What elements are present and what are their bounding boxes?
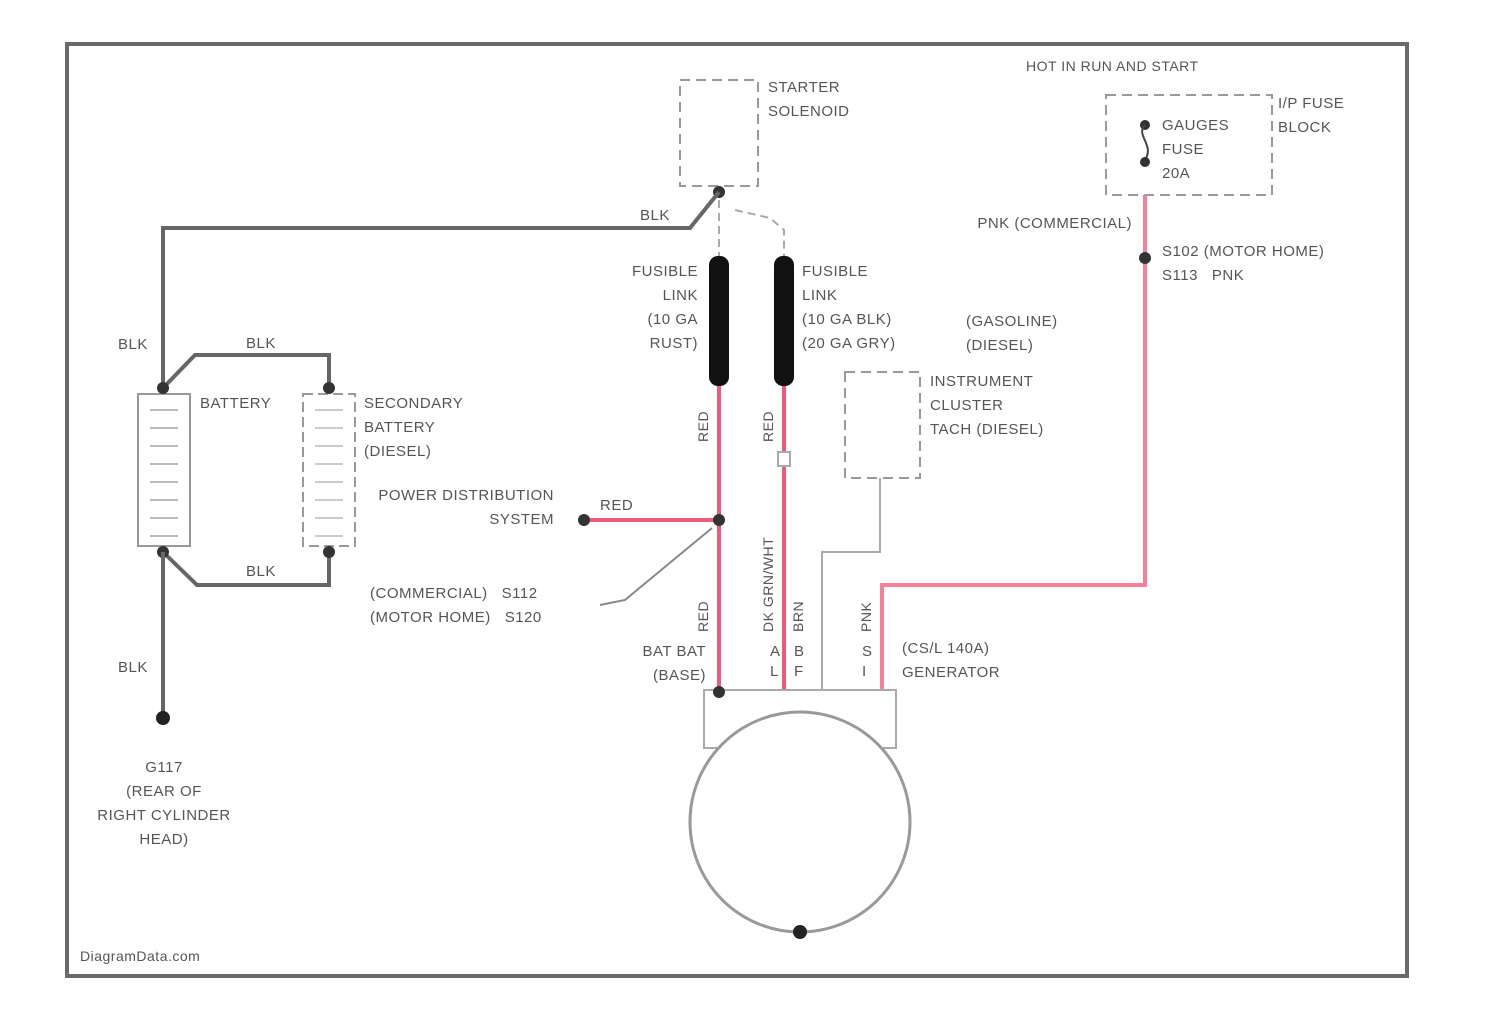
fusible-link-left-label: FUSIBLE LINK (10 GA RUST) (592, 260, 698, 356)
wire-pnk (882, 195, 1145, 690)
bat-bat-label: BAT BAT (BASE) (600, 640, 706, 688)
gauges-fuse-label: GAUGES FUSE 20A (1162, 114, 1229, 186)
secondary-battery-neg-terminal (323, 546, 335, 558)
battery-label: BATTERY (200, 392, 271, 416)
secondary-battery-label: SECONDARY BATTERY (DIESEL) (364, 392, 463, 464)
splice-s112 (713, 514, 725, 526)
ip-fuse-block-label: I/P FUSE BLOCK (1278, 92, 1344, 140)
instrument-cluster-label: INSTRUMENT CLUSTER TACH (DIESEL) (930, 370, 1044, 442)
generator-bat-terminal (713, 686, 725, 698)
ground-g117-label: G117 (REAR OF RIGHT CYLINDER HEAD) (64, 756, 264, 852)
ground-g117 (156, 711, 170, 725)
term-a-label: A (770, 640, 781, 664)
red-pd-label: RED (600, 494, 633, 518)
splice-leader (600, 528, 712, 605)
blk-bottom-mid-label: BLK (246, 560, 276, 584)
wire-blk-battery-top (163, 355, 329, 388)
starter-solenoid-box (680, 80, 758, 186)
fusible-link-right (774, 256, 794, 386)
connector-small (778, 452, 790, 466)
fuse-terminal-bottom (1140, 157, 1150, 167)
battery-cells (150, 410, 178, 536)
blk-ground-label: BLK (118, 656, 148, 680)
hot-in-run-label: HOT IN RUN AND START (1026, 54, 1199, 78)
wire-pnk-gen-label: PNK (858, 602, 874, 632)
splice-power-distribution-end (578, 514, 590, 526)
fusible-link-left (709, 256, 729, 386)
battery (138, 394, 190, 546)
blk-top-mid-label: BLK (246, 332, 276, 356)
generator-label: (CS/L 140A) GENERATOR (902, 637, 1000, 685)
commercial-motor-home-label: (COMMERCIAL) S112 (MOTOR HOME) S120 (370, 582, 542, 630)
starter-solenoid-label: STARTER SOLENOID (768, 76, 850, 124)
generator-body (690, 712, 910, 932)
battery-pos-terminal (157, 382, 169, 394)
pnk-commercial-label: PNK (COMMERCIAL) (920, 212, 1132, 236)
red-left-wire-label: RED (695, 411, 711, 442)
red-right-wire-label: RED (760, 411, 776, 442)
splice-s102 (1139, 252, 1151, 264)
wire-brn-label: BRN (790, 601, 806, 632)
term-b-label: B (794, 640, 805, 664)
splice-motor-home-label: S102 (MOTOR HOME) S113 PNK (1162, 240, 1324, 288)
fusible-link-right-lead (735, 210, 784, 256)
instrument-cluster-box (845, 372, 920, 478)
generator-ground-terminal (793, 925, 807, 939)
watermark: DiagramData.com (80, 944, 200, 968)
term-s-label: S (862, 640, 873, 664)
secondary-battery-pos-terminal (323, 382, 335, 394)
blk-top-left-label: BLK (118, 333, 148, 357)
power-distribution-label: POWER DISTRIBUTION SYSTEM (326, 484, 554, 532)
red-lower-left-label: RED (695, 601, 711, 632)
wire-dk-grn-label: DK GRN/WHT (760, 537, 776, 632)
blk-starter-label: BLK (640, 204, 670, 228)
fusible-link-right-label: FUSIBLE LINK (10 GA BLK) (20 GA GRY) (802, 260, 896, 356)
gasoline-diesel-label: (GASOLINE) (DIESEL) (966, 310, 1058, 358)
gauges-fuse-symbol (1142, 125, 1148, 160)
